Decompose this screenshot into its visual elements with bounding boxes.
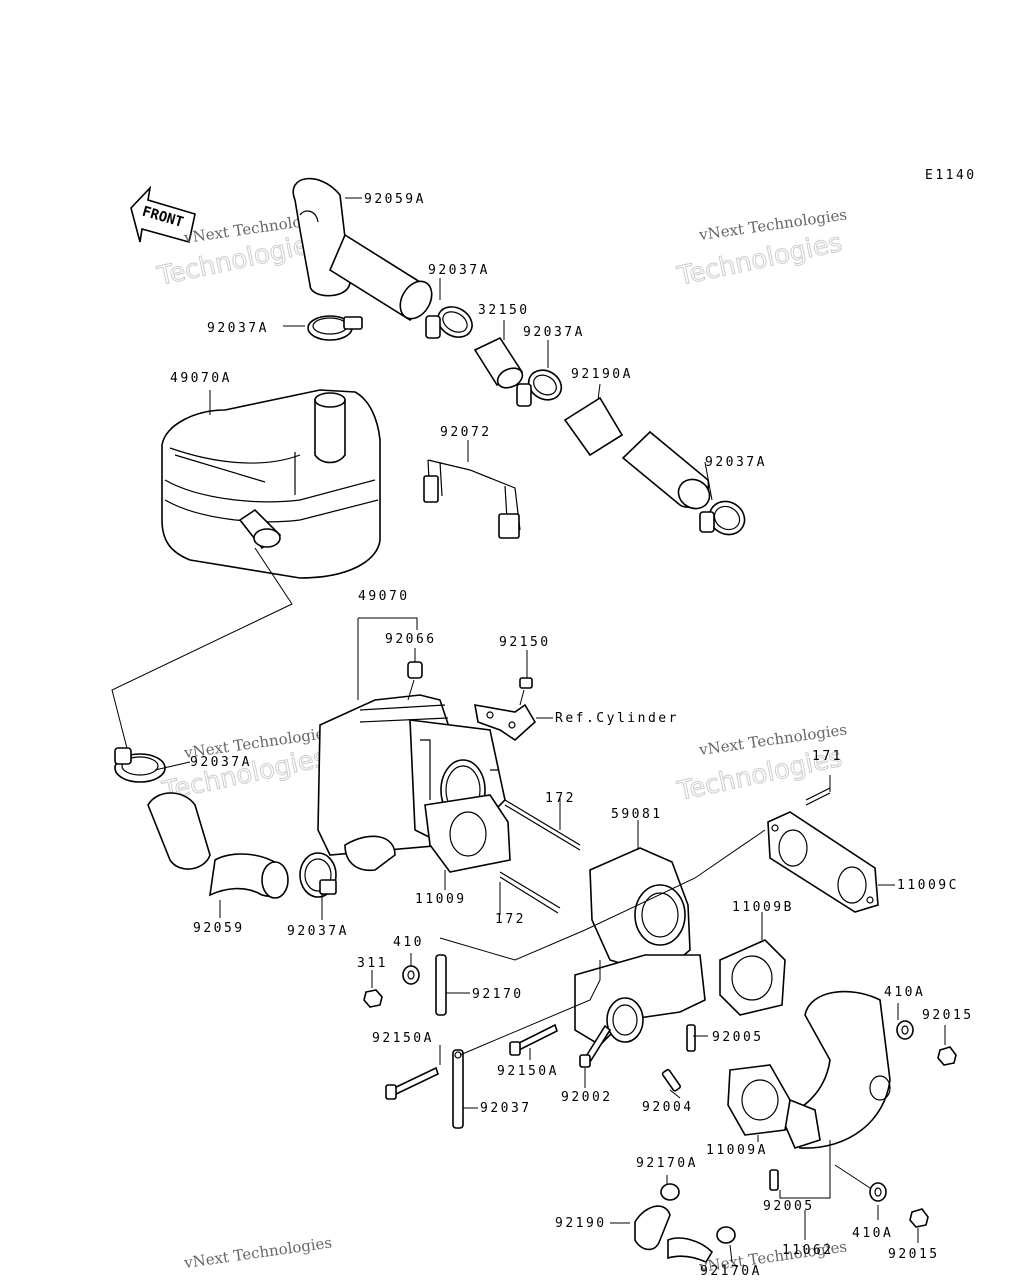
label-92190a: 92190A — [571, 367, 633, 382]
bracket-ref-cylinder — [474, 703, 537, 742]
label-92170a-upper: 92170A — [636, 1156, 698, 1171]
label-11062: 11062 — [782, 1243, 834, 1258]
tube-32150 — [473, 336, 524, 389]
label-410a-lower: 410A — [852, 1226, 893, 1241]
bolt-92170 — [435, 954, 447, 1016]
label-172-lower: 172 — [495, 912, 526, 927]
stud-171 — [805, 787, 831, 806]
label-ref-cylinder: Ref.Cylinder — [555, 711, 679, 726]
hose-92190 — [634, 1205, 714, 1264]
nut-311 — [363, 989, 383, 1008]
manifold-59081 — [574, 847, 706, 1047]
label-92037a-left: 92037A — [207, 321, 269, 336]
clamp-92037a-3 — [516, 369, 563, 407]
label-92005-lower: 92005 — [763, 1199, 815, 1214]
washer-410 — [402, 965, 420, 985]
label-92037: 92037 — [480, 1101, 532, 1116]
label-92037a-lower-left: 92037A — [190, 755, 252, 770]
stud-92005-1 — [686, 1024, 696, 1052]
label-410: 410 — [393, 935, 424, 950]
label-92066: 92066 — [385, 632, 437, 647]
clamp-92037a-5 — [114, 747, 166, 783]
label-172-upper: 172 — [545, 791, 576, 806]
hose-92059 — [147, 792, 289, 899]
label-92002: 92002 — [561, 1090, 613, 1105]
label-92072: 92072 — [440, 425, 492, 440]
gasket-11009c — [767, 811, 879, 913]
label-92059a: 92059A — [364, 192, 426, 207]
bolt-92002 — [579, 1024, 612, 1068]
hose-92059a — [292, 177, 433, 322]
stud-172-1 — [504, 799, 581, 851]
label-92150a-mid: 92150A — [497, 1064, 559, 1079]
muffler-49070a — [161, 389, 381, 579]
label-59081: 59081 — [611, 807, 663, 822]
label-410a-upper: 410A — [884, 985, 925, 1000]
label-11009a: 11009A — [706, 1143, 768, 1158]
label-171: 171 — [812, 749, 843, 764]
label-92170a-lower: 92170A — [700, 1264, 762, 1279]
hose-92190a — [563, 396, 711, 510]
label-92004: 92004 — [642, 1100, 694, 1115]
clamp-92037a-1 — [307, 315, 363, 341]
washer-410a-1 — [896, 1020, 914, 1040]
leader-lines — [154, 197, 946, 1263]
part-labels: 92059A 92037A 92037A 32150 92037A 92190A… — [170, 192, 974, 1279]
label-49070: 49070 — [358, 589, 410, 604]
bolt-92150a-2 — [509, 1023, 558, 1056]
label-92150a-left: 92150A — [372, 1031, 434, 1046]
label-92059: 92059 — [193, 921, 245, 936]
clamp-92170a-2 — [716, 1226, 736, 1244]
bolt-92150a-1 — [385, 1066, 439, 1100]
label-11009: 11009 — [415, 892, 467, 907]
label-92190: 92190 — [555, 1216, 607, 1231]
washer-410a-2 — [869, 1182, 887, 1202]
stay-92037 — [452, 1049, 464, 1129]
clamp-92037a-4 — [699, 500, 746, 536]
label-92037a-top: 92037A — [428, 263, 490, 278]
exhaust-pipe — [778, 990, 891, 1149]
bracket-92072 — [423, 459, 521, 539]
label-92015-lower: 92015 — [888, 1247, 940, 1262]
nut-92015-1 — [937, 1046, 957, 1066]
clamp-92037a-2 — [425, 306, 473, 339]
clamp-92037a-6 — [299, 852, 337, 898]
nut-92015-2 — [909, 1208, 929, 1228]
gasket-11009a — [727, 1064, 791, 1136]
label-49070a: 49070A — [170, 371, 232, 386]
label-92037a-mid: 92037A — [523, 325, 585, 340]
clamp-92170a-1 — [660, 1183, 680, 1201]
plug-92066 — [407, 661, 423, 701]
label-92005-upper: 92005 — [712, 1030, 764, 1045]
label-92015-upper: 92015 — [922, 1008, 974, 1023]
gasket-11009b — [719, 939, 786, 1016]
diagram-code: E1140 — [925, 168, 977, 183]
label-11009b: 11009B — [732, 900, 794, 915]
stud-92004 — [661, 1068, 681, 1092]
label-92150: 92150 — [499, 635, 551, 650]
label-92037a-right: 92037A — [705, 455, 767, 470]
bolt-92150 — [519, 677, 533, 706]
label-92170: 92170 — [472, 987, 524, 1002]
gasket-11009 — [424, 794, 511, 873]
stud-92005-2 — [769, 1169, 779, 1191]
label-32150: 32150 — [478, 303, 530, 318]
front-arrow-icon: FRONT — [130, 185, 196, 243]
svg-text:vNext Technologies: vNext Technologies — [182, 1233, 333, 1272]
stud-172-2 — [499, 871, 561, 914]
label-11009c: 11009C — [897, 878, 959, 893]
label-311: 311 — [357, 956, 388, 971]
label-92037a-bottom: 92037A — [287, 924, 349, 939]
